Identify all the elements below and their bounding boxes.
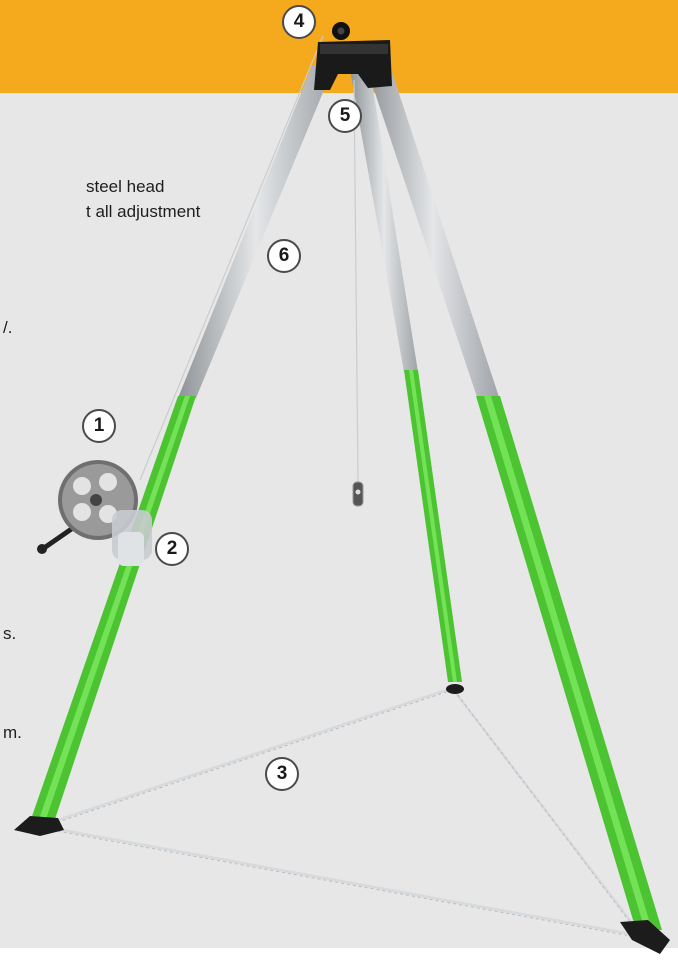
callout-5: 5	[328, 99, 362, 133]
callout-2: 2	[155, 532, 189, 566]
callout-6: 6	[267, 239, 301, 273]
ground-chain	[40, 688, 642, 936]
callout-1: 1	[82, 409, 116, 443]
winch	[37, 460, 152, 566]
callout-4: 4	[282, 5, 316, 39]
cable-hook	[353, 482, 363, 506]
tripod-leg-right	[366, 66, 670, 954]
tripod-leg-left	[14, 66, 334, 836]
callout-3: 3	[265, 757, 299, 791]
